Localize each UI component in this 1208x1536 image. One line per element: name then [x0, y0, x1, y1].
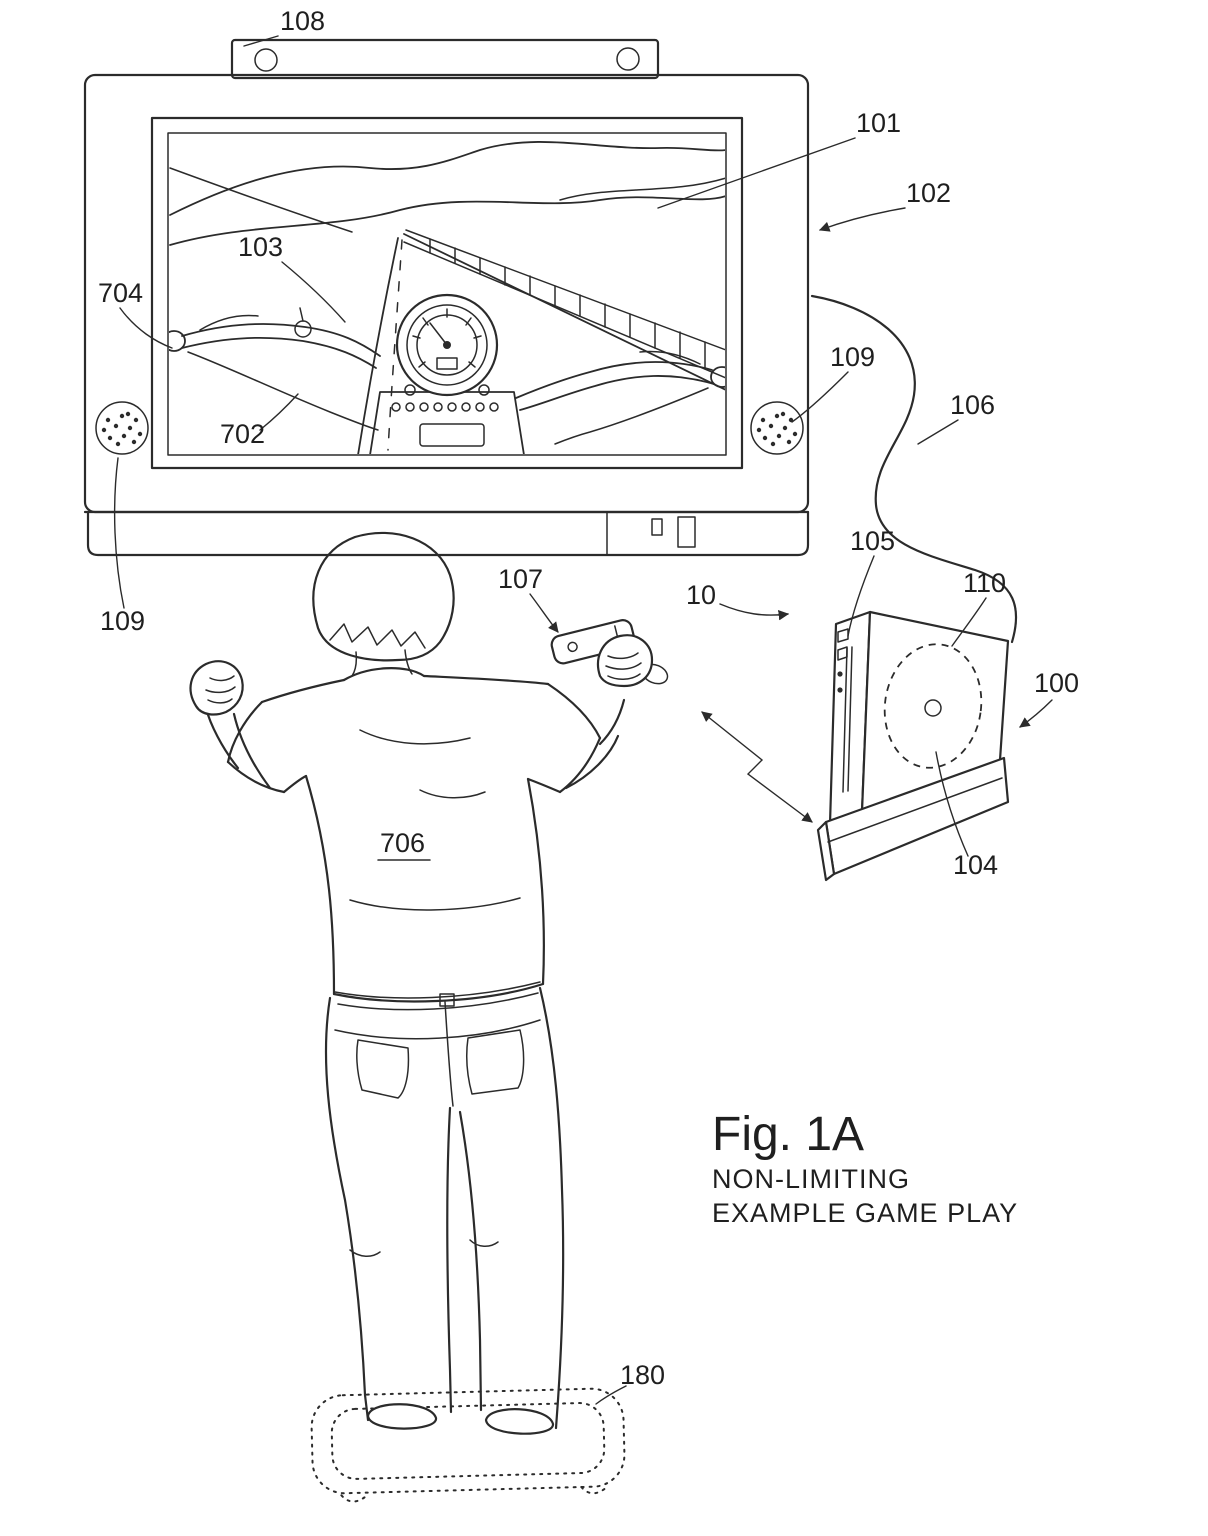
handlebar-left — [169, 307, 381, 431]
leader-lines — [113, 35, 1053, 1405]
ref-label-107: 107 — [498, 564, 543, 594]
game-scene — [169, 141, 725, 454]
wireless-link-arrow — [701, 711, 813, 823]
ref-label-106: 106 — [950, 390, 995, 420]
ref-label-102: 102 — [906, 178, 951, 208]
roadside-fence — [403, 229, 725, 379]
ref-label-100: 100 — [1034, 668, 1079, 698]
ref-label-109-right: 109 — [830, 342, 875, 372]
tv-mount-bracket — [230, 38, 660, 80]
speaker-left — [95, 401, 149, 455]
ref-label-103: 103 — [238, 232, 283, 262]
figure-caption-line2: EXAMPLE GAME PLAY — [712, 1198, 1018, 1228]
dash-indicator-lights — [391, 402, 499, 412]
figure-caption-block: Fig. 1A NON-LIMITING EXAMPLE GAME PLAY — [712, 1108, 1018, 1228]
ref-label-702: 702 — [220, 419, 265, 449]
player-jeans — [324, 986, 565, 1430]
ref-label-706: 706 — [380, 828, 425, 858]
speaker-right — [750, 401, 804, 455]
tv — [83, 73, 810, 557]
speedometer-gauge — [369, 293, 525, 454]
player-right-arm — [550, 619, 669, 790]
ref-label-104: 104 — [953, 850, 998, 880]
figure-caption-line1: NON-LIMITING — [712, 1164, 910, 1194]
player-belt — [334, 981, 541, 1011]
ref-label-180: 180 — [620, 1360, 665, 1390]
ref-label-10: 10 — [686, 580, 716, 610]
player-feet — [366, 1403, 555, 1435]
console-stand — [816, 756, 1010, 882]
game-console — [816, 610, 1010, 882]
handlebar-right — [515, 350, 725, 445]
figure-title: Fig. 1A — [712, 1108, 864, 1161]
tv-screen-bezel — [150, 116, 744, 470]
balance-board — [310, 1387, 626, 1503]
ref-label-105: 105 — [850, 526, 895, 556]
player-left-arm — [189, 660, 272, 790]
ref-label-704: 704 — [98, 278, 143, 308]
ref-label-108: 108 — [280, 6, 325, 36]
console-front-details — [837, 628, 853, 793]
ref-label-109-left: 109 — [100, 606, 145, 636]
player-shirt — [226, 667, 602, 1003]
labels: 108 101 102 103 704 109 106 702 109 107 … — [98, 6, 1079, 1390]
av-cable — [810, 294, 1018, 644]
player — [189, 531, 669, 1435]
ref-label-101: 101 — [856, 108, 901, 138]
console-disc — [883, 643, 983, 769]
ref-label-110: 110 — [963, 568, 1006, 598]
